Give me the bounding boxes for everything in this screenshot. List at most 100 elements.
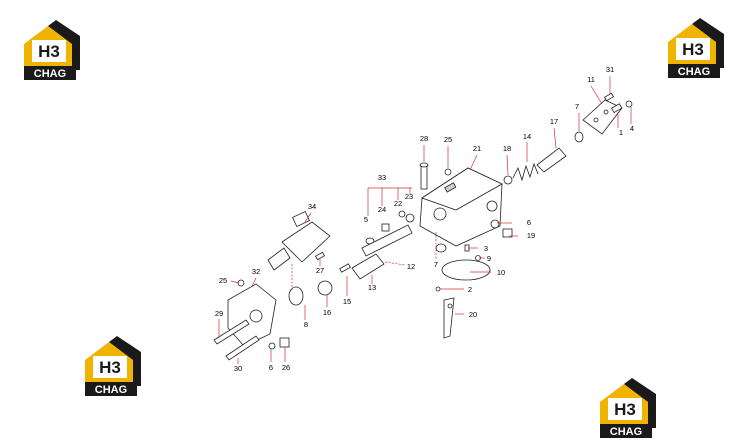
logo-mark-text: H3 <box>38 42 60 61</box>
housing-port-drawing <box>433 207 447 221</box>
part-callout-14: 14 <box>523 132 531 141</box>
part-callout-28: 28 <box>420 134 428 143</box>
leader-line <box>304 212 312 223</box>
leader-line <box>553 127 557 149</box>
leader-line <box>230 280 240 284</box>
bolt-head-drawing <box>419 162 429 168</box>
part-callout-32: 32 <box>252 267 260 276</box>
logo-word-text: CHAG <box>678 66 710 78</box>
brand-logo: H3 CHAG <box>83 336 141 398</box>
logo-mark-text: H3 <box>99 358 121 377</box>
spring-drawing <box>512 162 539 182</box>
shaft-drawing <box>361 224 413 257</box>
hole-drawing <box>593 117 599 123</box>
plunger-drawing <box>381 223 390 232</box>
brand-logo: H3 CHAG <box>598 378 656 440</box>
part-callout-29: 29 <box>215 309 223 318</box>
part-callout-10: 10 <box>497 268 505 277</box>
solenoid-plunger-drawing <box>267 247 291 271</box>
part-callout-25: 25 <box>219 276 227 285</box>
leader-line <box>469 154 478 171</box>
logo-word-text: CHAG <box>95 384 127 396</box>
logo-house-icon: H3 CHAG <box>600 378 656 438</box>
part-callout-12: 12 <box>407 262 415 271</box>
part-callout-16: 16 <box>323 308 331 317</box>
valve-sleeve-drawing <box>351 253 385 280</box>
part-drawings <box>213 92 633 361</box>
logo-house-icon: H3 CHAG <box>668 18 724 78</box>
ball-drawing <box>398 210 406 218</box>
part-callout-6: 6 <box>269 363 273 372</box>
part-callout-13: 13 <box>368 283 376 292</box>
part-callout-15: 15 <box>343 297 351 306</box>
logo-mark-text: H3 <box>614 400 636 419</box>
long-bolt-drawing <box>213 319 250 345</box>
part-callout-17: 17 <box>550 117 558 126</box>
hole-drawing <box>603 109 609 115</box>
leader-lines <box>218 76 632 364</box>
part-callout-18: 18 <box>503 144 511 153</box>
small-plug-drawing <box>444 168 452 176</box>
part-callout-24: 24 <box>378 205 386 214</box>
ball-drawing <box>435 286 441 292</box>
logo-word-text: CHAG <box>610 426 642 438</box>
housing-slot-drawing <box>444 182 457 193</box>
leader-line <box>506 154 509 176</box>
logo-mark-text: H3 <box>682 40 704 59</box>
block-port-drawing <box>249 309 263 323</box>
washer-drawing <box>435 243 447 253</box>
part-callout-20: 20 <box>469 310 477 319</box>
valve-housing-top-drawing <box>421 167 503 211</box>
housing-port-drawing <box>486 200 498 212</box>
part-callout-5: 5 <box>364 215 368 224</box>
leader-line <box>251 277 257 287</box>
part-callout-25: 25 <box>444 135 452 144</box>
part-callout-7: 7 <box>575 102 579 111</box>
pin-drawing <box>314 251 326 261</box>
part-callout-22: 22 <box>394 199 402 208</box>
part-callout-9: 9 <box>487 254 491 263</box>
bolt-drawing <box>603 92 615 102</box>
washer-drawing <box>268 342 276 350</box>
part-callout-8: 8 <box>304 320 308 329</box>
part-callout-4: 4 <box>630 124 634 133</box>
cap-drawing <box>317 280 333 296</box>
part-callout-27: 27 <box>316 266 324 275</box>
part-callout-26: 26 <box>282 363 290 372</box>
part-callout-6: 6 <box>527 218 531 227</box>
lever-hole-drawing <box>447 303 453 309</box>
part-callout-1: 1 <box>619 128 623 137</box>
brand-logo: H3 CHAG <box>22 20 80 82</box>
logo-word-text: CHAG <box>34 68 66 80</box>
part-callout-7: 7 <box>434 260 438 269</box>
part-callout-33: 33 <box>378 173 386 182</box>
part-callout-34: 34 <box>308 202 316 211</box>
part-callout-19: 19 <box>527 231 535 240</box>
o-ring-drawing <box>288 286 304 306</box>
part-callout-23: 23 <box>405 192 413 201</box>
plug-drawing <box>503 175 513 185</box>
pin-drawing <box>339 263 351 273</box>
part-callout-30: 30 <box>234 364 242 373</box>
leader-line <box>590 85 603 105</box>
part-callout-3: 3 <box>484 244 488 253</box>
logo-house-icon: H3 CHAG <box>85 336 141 396</box>
part-callout-31: 31 <box>606 65 614 74</box>
part-callout-21: 21 <box>473 144 481 153</box>
solenoid-connector-drawing <box>292 210 310 228</box>
o-ring-drawing <box>574 131 584 143</box>
spool-drawing <box>536 147 567 173</box>
lever-drawing <box>443 297 455 339</box>
nut-drawing <box>625 100 633 108</box>
seat-drawing <box>405 213 415 223</box>
fitting-drawing <box>279 337 290 348</box>
long-bolt-drawing <box>225 335 260 361</box>
part-callout-11: 11 <box>587 75 595 84</box>
part-callout-2: 2 <box>468 285 472 294</box>
leader-line <box>384 261 406 266</box>
brand-logo: H3 CHAG <box>666 18 724 80</box>
large-o-ring-drawing <box>441 259 491 281</box>
solenoid-body-drawing <box>281 221 331 263</box>
washer-drawing <box>490 219 500 229</box>
